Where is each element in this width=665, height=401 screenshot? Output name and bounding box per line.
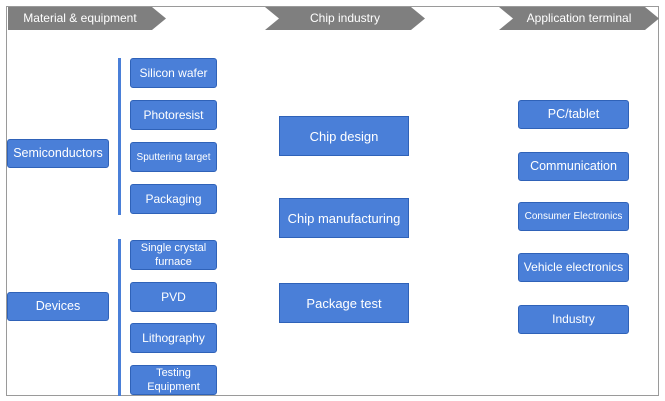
stage-banner-chip-industry: Chip industry xyxy=(265,7,425,30)
equipment-lithography: Lithography xyxy=(130,323,217,353)
material-sputtering-target: Sputtering target xyxy=(130,142,217,172)
material-photoresist: Photoresist xyxy=(130,100,217,130)
package-test-box: Package test xyxy=(279,283,409,323)
application-pc-tablet: PC/tablet xyxy=(518,100,629,129)
stage-banner-application-terminal: Application terminal xyxy=(499,7,659,30)
application-vehicle-electronics: Vehicle electronics xyxy=(518,253,629,282)
devices-bracket xyxy=(118,239,121,396)
equipment-pvd: PVD xyxy=(130,282,217,312)
stage-banner-material-equipment: Material & equipment xyxy=(8,7,166,30)
material-packaging: Packaging xyxy=(130,184,217,214)
equipment-testing-equipment: Testing Equipment xyxy=(130,365,217,395)
application-consumer-electronics: Consumer Electronics xyxy=(518,202,629,231)
equipment-single-crystal-furnace: Single crystal furnace xyxy=(130,240,217,270)
semiconductors-bracket xyxy=(118,58,121,215)
category-semiconductors: Semiconductors xyxy=(7,139,109,168)
application-industry: Industry xyxy=(518,305,629,334)
application-communication: Communication xyxy=(518,152,629,181)
chip-design-box: Chip design xyxy=(279,116,409,156)
chip-manufacturing-box: Chip manufacturing xyxy=(279,198,409,238)
category-devices: Devices xyxy=(7,292,109,321)
material-silicon-wafer: Silicon wafer xyxy=(130,58,217,88)
